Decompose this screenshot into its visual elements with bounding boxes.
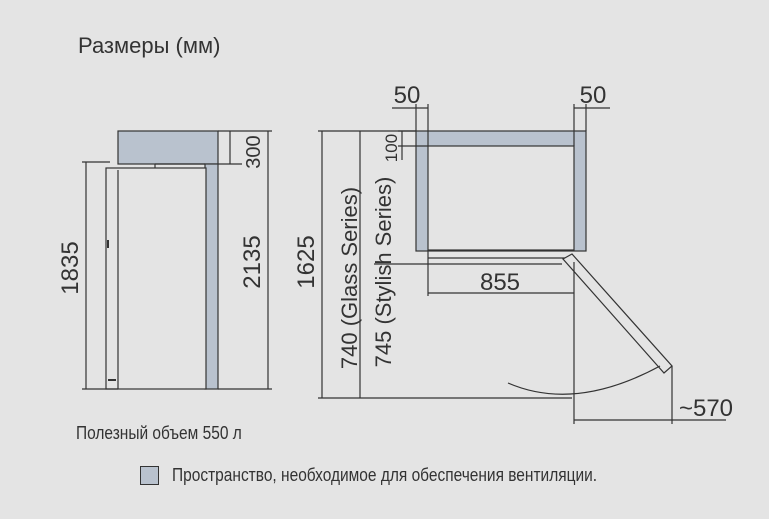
- legend: Пространство, необходимое для обеспечени…: [140, 465, 666, 486]
- door-swing-arc: [507, 365, 661, 395]
- fridge-body-top: [427, 145, 575, 251]
- top-vent-space: [117, 130, 219, 165]
- legend-text: Пространство, необходимое для обеспечени…: [172, 465, 598, 485]
- page-title: Размеры (мм): [78, 33, 221, 58]
- dim-depth-glass: 740 (Glass Series): [337, 187, 362, 369]
- dim-width: 855: [480, 269, 520, 296]
- top-view: [318, 104, 726, 424]
- dim-door-swing: ~570: [679, 395, 733, 422]
- legend-swatch: [140, 466, 159, 485]
- front-view: [82, 130, 272, 390]
- dim-side-gap-right: 50: [580, 82, 607, 109]
- fridge-body-front: [105, 167, 207, 390]
- dim-side-gap-left: 50: [394, 82, 421, 109]
- dim-height-fridge: 1835: [57, 241, 84, 294]
- dim-back-gap: 100: [382, 134, 401, 162]
- dim-height-total: 2135: [239, 235, 266, 288]
- side-vent-space: [204, 163, 219, 390]
- dim-clearance-top: 300: [243, 135, 265, 168]
- open-door: [562, 253, 673, 374]
- dim-depth-stylish: 745 (Stylish Series): [371, 177, 396, 368]
- volume-note: Полезный объем 550 л: [76, 423, 242, 443]
- dim-depth-total: 1625: [293, 235, 320, 288]
